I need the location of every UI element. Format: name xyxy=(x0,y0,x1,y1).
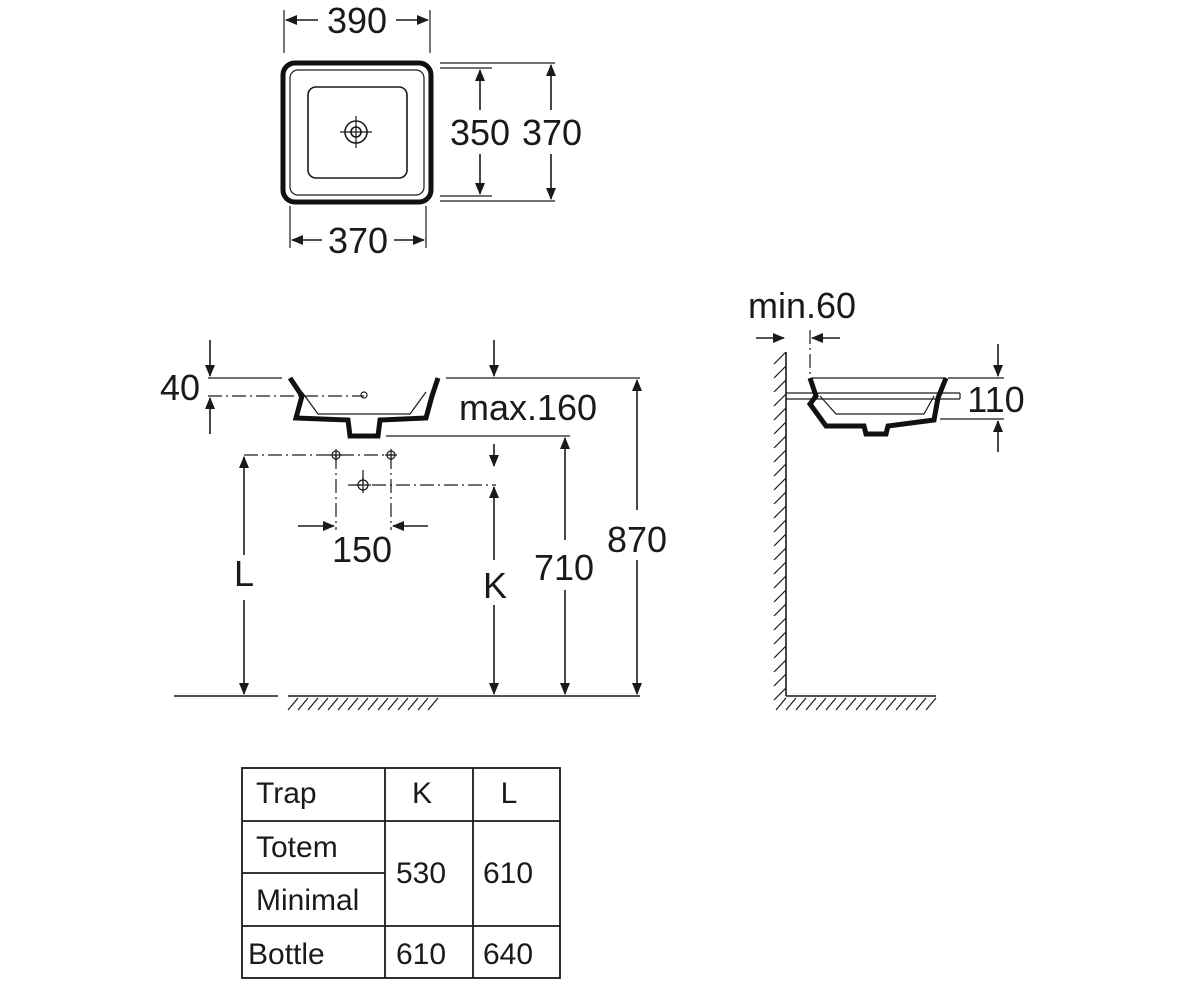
dim-L: L xyxy=(234,553,254,594)
table-cell-bottle-l: 640 xyxy=(483,938,533,971)
dim-depth-350: 350 xyxy=(450,112,510,153)
dim-710: 710 xyxy=(534,547,594,588)
basin-outline-top xyxy=(280,60,434,205)
dim-rim-40: 40 xyxy=(160,367,200,408)
basin-bowl xyxy=(307,86,408,179)
table-cell-l-merged: 610 xyxy=(483,857,533,890)
basin-section-front xyxy=(287,376,441,439)
trap-dimensions-table: Trap K L Totem Minimal 530 610 Bottle 61… xyxy=(241,767,561,979)
front-view: 40 max.160 150 xyxy=(160,340,667,711)
dim-depth-370: 370 xyxy=(522,112,582,153)
side-view: min.60 110 xyxy=(748,285,1025,711)
dim-tap-150: 150 xyxy=(332,529,392,570)
table-cell-bottle-k: 610 xyxy=(396,938,446,971)
table-cell-minimal: Minimal xyxy=(256,884,359,917)
table-cell-k-merged: 530 xyxy=(396,857,446,890)
top-view: 390 370 350 370 xyxy=(280,0,582,261)
dim-max-160: max.160 xyxy=(459,387,597,428)
dim-870: 870 xyxy=(607,519,667,560)
table-header-l: L xyxy=(501,777,518,810)
table-header-k: K xyxy=(412,777,432,810)
basin-rim-inner xyxy=(289,69,425,196)
tap-hole-right-icon xyxy=(385,449,397,461)
floor-line xyxy=(174,695,640,711)
drain-icon xyxy=(340,116,372,148)
table-cell-bottle: Bottle xyxy=(248,938,325,971)
dim-min-60: min.60 xyxy=(748,285,856,326)
dim-width-390: 390 xyxy=(327,0,387,41)
dim-side-110: 110 xyxy=(967,379,1024,420)
basin-section-side xyxy=(806,377,949,437)
drain-point-icon xyxy=(355,477,371,493)
dim-width-370: 370 xyxy=(328,220,388,261)
tap-hole-left-icon xyxy=(330,449,342,461)
table-header-trap: Trap xyxy=(256,777,317,810)
dim-K: K xyxy=(483,565,507,606)
table-cell-totem: Totem xyxy=(256,831,338,864)
